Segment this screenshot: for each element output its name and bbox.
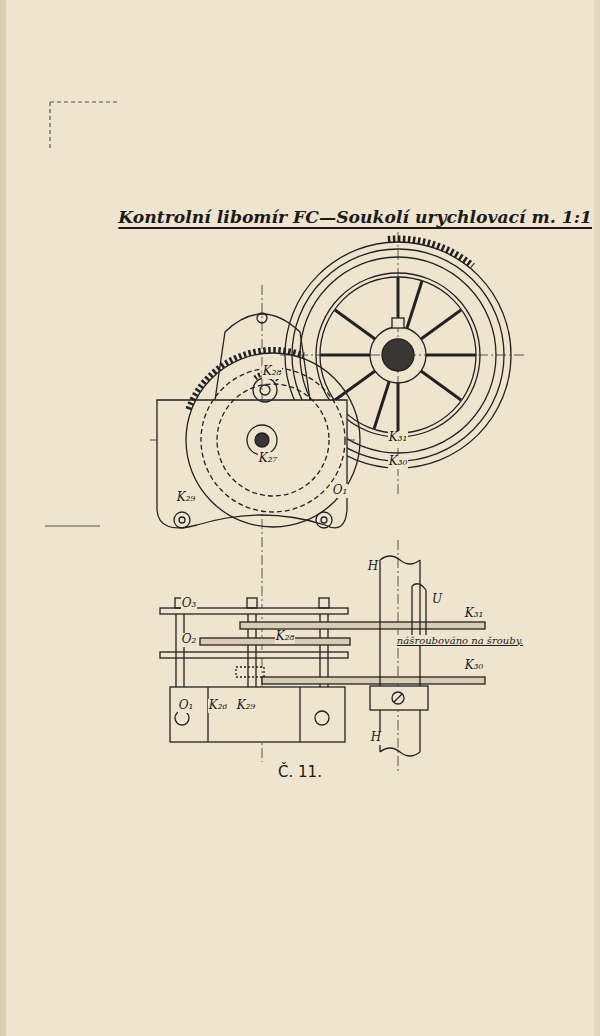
gear-train-side-view-part (240, 622, 485, 629)
page-edge-part (45, 525, 100, 526)
gear-train-top-view-part (253, 378, 277, 402)
gear-wheel-top-view-part (397, 383, 400, 433)
plate-label: O₁ (178, 699, 195, 712)
drawing-title: Kontrolní libomír FC—Soukolí urychlovací… (118, 208, 592, 227)
gear-wheel-top-view-part (335, 310, 375, 339)
gear-label: K₃₀ (464, 659, 485, 672)
gear-train-side-view-part (236, 667, 264, 677)
part-label: K₂₇ (258, 452, 279, 465)
gear-wheel-top-view-part (421, 310, 461, 339)
gear-wheel-top-view-part (407, 281, 422, 328)
shaft-side-view-part (392, 692, 404, 704)
gear-train-top-view-part (255, 433, 269, 447)
plate-label: O₂ (181, 633, 198, 646)
part-label: K₂₈ (262, 365, 283, 378)
gear-train-top-view-part (157, 400, 347, 528)
gear-wheel-top-view-part (392, 318, 404, 328)
shaft-side-view-part (380, 556, 420, 564)
gear-wheel-top-view-part (382, 339, 414, 371)
gear-train-top-view-part (174, 512, 190, 528)
gear-train-side-view-part (319, 598, 329, 608)
gear-train-side-view-part (170, 687, 345, 742)
note-text: nášroubováno na šrouby. (396, 635, 524, 646)
shaft-label: H (370, 731, 382, 744)
gear-label: K₃₁ (388, 431, 409, 444)
gear-train-top-view-part (217, 384, 329, 496)
gear-train-top-view-part (260, 385, 270, 395)
center-lines (150, 232, 525, 772)
gear-wheel-top-view-part (320, 354, 370, 357)
gear-train-top-view-part (257, 313, 267, 323)
gear-train-side-view (160, 598, 485, 742)
gear-wheel-top-view-part (374, 382, 389, 429)
shaft-side-view-part (380, 748, 420, 756)
gear-train-top-view-part (179, 517, 185, 523)
shaft-side-view-part (412, 584, 426, 590)
gear-label: K₂₉ (236, 699, 257, 712)
figure-caption: Č. 11. (278, 764, 322, 781)
gear-label: K₃₁ (464, 607, 485, 620)
shaft-side-view (370, 556, 428, 756)
gear-train-top-view-part (247, 425, 277, 455)
gear-train-side-view-part (175, 711, 189, 725)
part-label: K₂₉ (176, 491, 197, 504)
page-edge-part (594, 0, 600, 1036)
gear-train-side-view-part (208, 687, 300, 742)
gear-train-top-view-part (188, 350, 303, 409)
gear-train-side-view-part (247, 598, 257, 608)
shaft-side-view-part (380, 560, 420, 752)
gear-label: K₂₈ (275, 630, 296, 643)
sleeve-label: U (431, 593, 443, 606)
gear-train-side-view-part (262, 677, 485, 684)
shaft-label: H (367, 560, 379, 573)
gear-label: K₂₆ (208, 699, 229, 712)
plate-label: O₁ (332, 484, 349, 497)
gear-wheel-top-view-part (370, 327, 426, 383)
gear-wheel-top-view-part (426, 354, 476, 357)
plate-label: O₃ (181, 597, 198, 610)
center-lines-part (398, 540, 399, 772)
gear-wheel-top-view-part (388, 239, 473, 266)
gear-train-side-view-part (176, 614, 184, 687)
shaft-side-view-part (370, 686, 428, 710)
shaft-side-view-part (412, 586, 426, 640)
gear-train-top-view-part (201, 368, 345, 512)
gear-train-top-view-part (321, 517, 327, 523)
gear-train-top-view (157, 313, 360, 528)
page-edge-part (50, 102, 118, 150)
gear-train-top-view-part (215, 314, 310, 400)
page-edge-part (0, 0, 6, 1036)
gear-label: K₃₀ (388, 455, 409, 468)
shaft-side-view-part (394, 694, 402, 702)
gear-train-top-view-part (186, 353, 360, 527)
gear-train-top-view-part (316, 512, 332, 528)
gear-train-side-view-part (315, 711, 329, 725)
gear-wheel-top-view-part (421, 371, 461, 400)
